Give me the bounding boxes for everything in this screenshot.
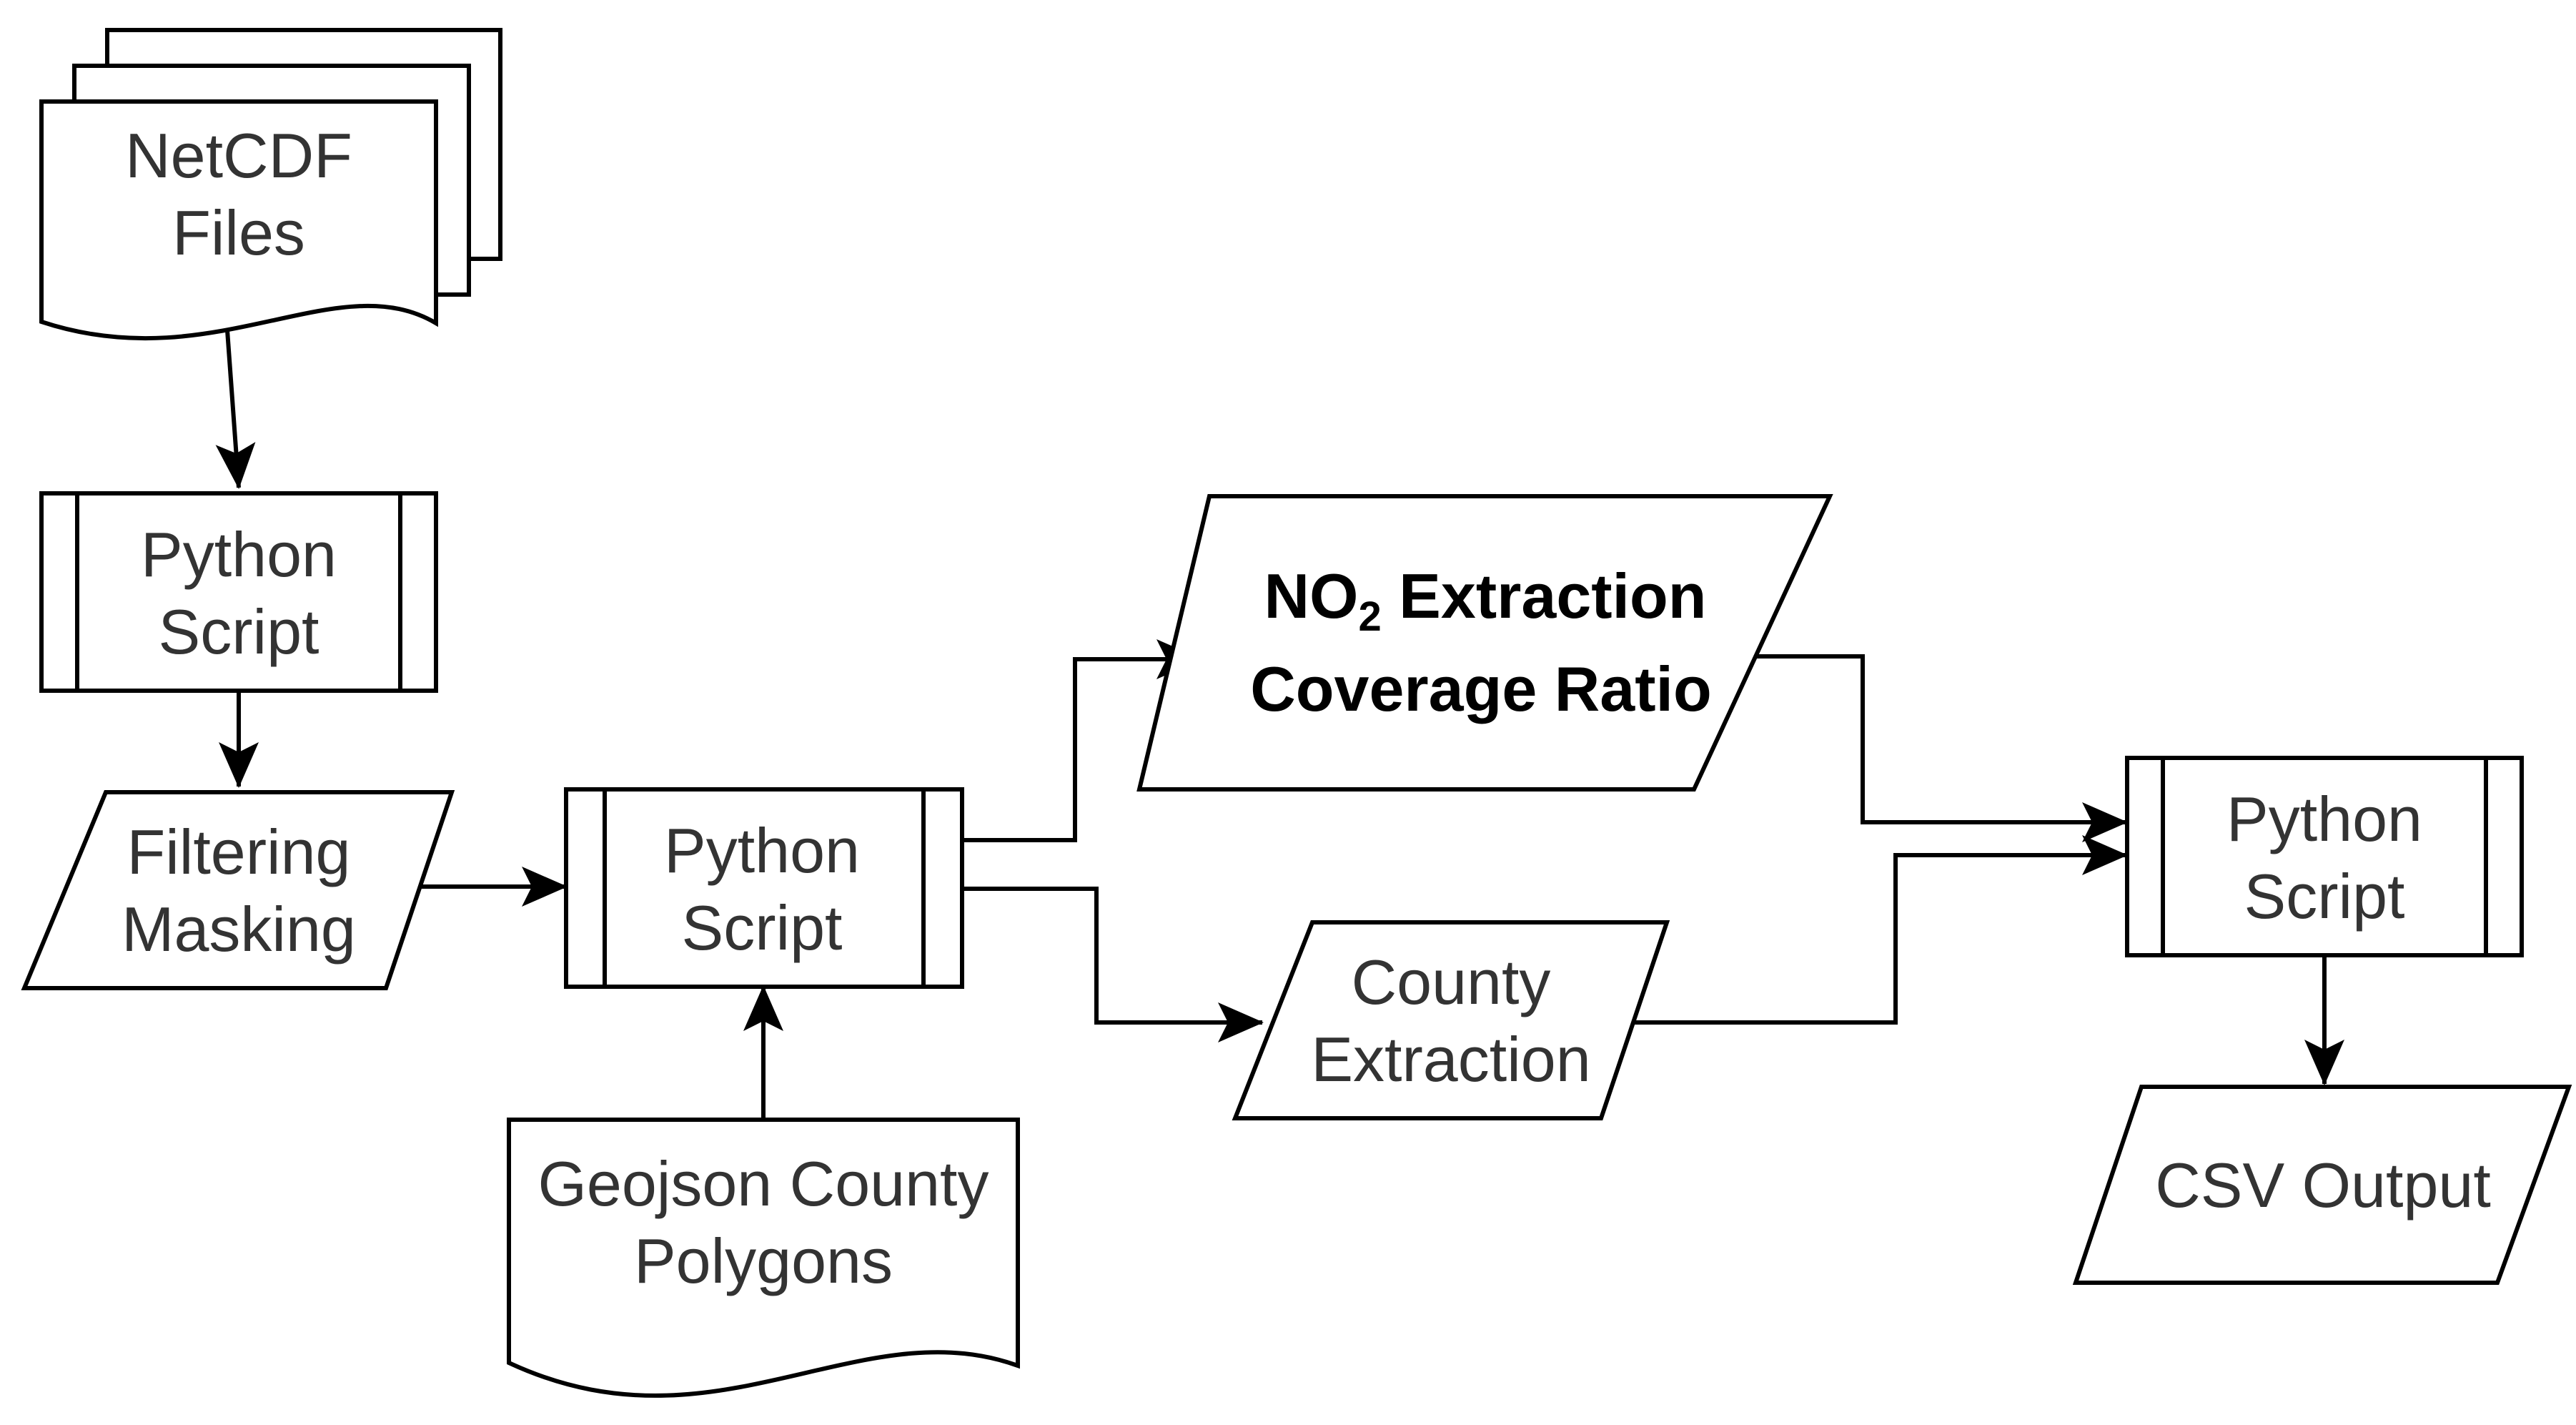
python-script-2-label-2: Script bbox=[682, 892, 843, 963]
python-script-1-label-1: Python bbox=[141, 519, 337, 590]
county-extraction-node: County Extraction bbox=[1232, 920, 1670, 1120]
county-extraction-label-1: County bbox=[1352, 947, 1551, 1017]
edge-no2-to-script3 bbox=[1753, 654, 2128, 842]
edge-netcdf-to-script1 bbox=[215, 330, 256, 489]
python-script-2-label-1: Python bbox=[664, 815, 860, 886]
csv-output-node: CSV Output bbox=[2072, 1085, 2572, 1285]
edge-script2-to-no2 bbox=[962, 639, 1202, 842]
geojson-polygons-node: Geojson County Polygons bbox=[507, 1118, 1020, 1398]
netcdf-files-label-2: Files bbox=[172, 197, 305, 268]
no2-extraction-label-2: Coverage Ratio bbox=[1250, 654, 1712, 724]
csv-output-label: CSV Output bbox=[2155, 1150, 2491, 1221]
filtering-masking-label-2: Masking bbox=[122, 894, 356, 965]
county-extraction-label-2: Extraction bbox=[1311, 1024, 1590, 1095]
python-script-1-label-2: Script bbox=[159, 596, 319, 667]
no2-extraction-node: NO2 Extraction Coverage Ratio bbox=[1136, 494, 1833, 792]
filtering-masking-label-1: Filtering bbox=[127, 817, 351, 887]
no2-extraction-label-1: NO2 Extraction bbox=[1264, 561, 1706, 640]
edge-county-to-script3 bbox=[1592, 835, 2128, 1025]
connectors bbox=[215, 330, 2344, 1120]
geojson-polygons-label-2: Polygons bbox=[634, 1226, 893, 1296]
python-script-3-node: Python Script bbox=[2125, 756, 2524, 957]
python-script-3-label-2: Script bbox=[2244, 861, 2405, 932]
edge-script2-to-county bbox=[962, 887, 1264, 1042]
geojson-polygons-label-1: Geojson County bbox=[538, 1148, 989, 1219]
netcdf-files-node: NetCDF Files bbox=[39, 28, 502, 340]
filtering-masking-node: Filtering Masking bbox=[21, 790, 455, 990]
netcdf-files-label-1: NetCDF bbox=[125, 120, 352, 191]
python-script-3-label-1: Python bbox=[2226, 784, 2422, 854]
python-script-2-node: Python Script bbox=[564, 787, 964, 989]
python-script-1-node: Python Script bbox=[39, 491, 438, 693]
